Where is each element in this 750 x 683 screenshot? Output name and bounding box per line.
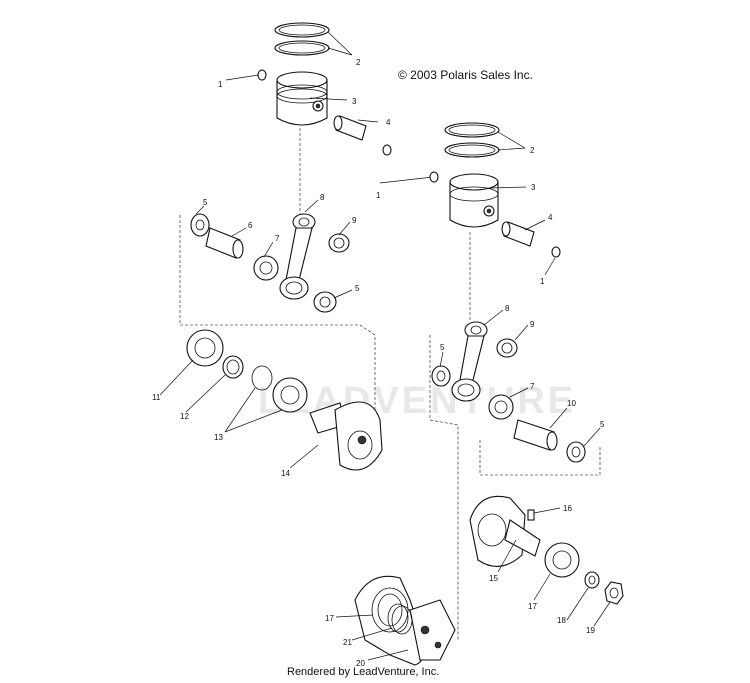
callout-4: 4 <box>548 213 553 222</box>
callout-18: 18 <box>557 616 566 625</box>
callout-5: 5 <box>203 198 208 207</box>
callout-19: 19 <box>586 626 595 635</box>
callout-17: 17 <box>325 614 334 623</box>
callout-2: 2 <box>530 146 535 155</box>
callout-1: 1 <box>218 80 223 89</box>
big-end-bearing-right[interactable] <box>488 394 514 420</box>
callout-12: 12 <box>180 412 189 421</box>
callout-20: 20 <box>356 659 365 668</box>
callout-8: 8 <box>505 304 510 313</box>
thrust-washer-right-b[interactable] <box>566 441 586 463</box>
circlip-right-b[interactable] <box>551 246 561 258</box>
callout-16: 16 <box>563 504 572 513</box>
callout-5: 5 <box>600 420 605 429</box>
crankshaft-half-15[interactable] <box>469 495 541 567</box>
callout-1: 1 <box>376 191 381 200</box>
callout-3: 3 <box>352 97 357 106</box>
labyrinth-seal-21[interactable] <box>387 603 413 635</box>
thrust-washer-left-a[interactable] <box>190 213 210 237</box>
callout-10: 10 <box>567 399 576 408</box>
center-crankshaft-20[interactable] <box>354 575 456 666</box>
callout-2: 2 <box>356 58 361 67</box>
big-end-bearing-left[interactable] <box>253 255 279 281</box>
piston-rings-right[interactable] <box>444 122 500 158</box>
circlip-left-a[interactable] <box>257 69 267 81</box>
small-end-bearing-right[interactable] <box>496 338 518 358</box>
callout-17: 17 <box>528 602 537 611</box>
callout-6: 6 <box>248 221 253 230</box>
snap-ring-13[interactable] <box>251 365 273 391</box>
woodruff-key-16[interactable] <box>527 509 535 521</box>
thrust-washer-right-a[interactable] <box>431 365 451 387</box>
connecting-rod-right[interactable] <box>451 321 488 402</box>
callout-11: 11 <box>152 393 161 402</box>
nut-19[interactable] <box>604 581 624 605</box>
callout-1: 1 <box>540 277 545 286</box>
connecting-rod-left[interactable] <box>279 213 316 300</box>
callout-7: 7 <box>275 234 280 243</box>
callout-14: 14 <box>281 469 290 478</box>
thrust-washer-left-b[interactable] <box>313 291 337 313</box>
copyright-notice: © 2003 Polaris Sales Inc. <box>398 68 533 82</box>
callout-21: 21 <box>343 638 352 647</box>
callout-9: 9 <box>530 320 535 329</box>
callout-5: 5 <box>440 343 445 352</box>
callout-15: 15 <box>489 574 498 583</box>
callout-4: 4 <box>386 118 391 127</box>
small-end-bearing-left[interactable] <box>328 233 350 253</box>
seal-12[interactable] <box>222 355 244 379</box>
circlip-right-a[interactable] <box>429 171 439 183</box>
crank-pin-right[interactable] <box>513 419 558 451</box>
main-bearing-13[interactable] <box>272 377 308 413</box>
washer-18[interactable] <box>584 571 600 589</box>
piston-right[interactable] <box>449 173 499 228</box>
main-bearing-11[interactable] <box>186 329 226 367</box>
callout-5: 5 <box>355 284 360 293</box>
piston-pin-left[interactable] <box>333 115 367 141</box>
main-bearing-17-right[interactable] <box>544 542 580 578</box>
crank-pin-left[interactable] <box>205 227 244 259</box>
piston-left[interactable] <box>276 71 328 126</box>
piston-rings-left[interactable] <box>274 22 330 56</box>
callout-8: 8 <box>320 193 325 202</box>
callout-labels: 1 2 3 4 1 2 3 4 1 5 6 7 8 9 5 8 9 5 7 10… <box>152 58 605 668</box>
render-credit: Rendered by LeadVenture, Inc. <box>287 666 440 678</box>
crankshaft-half-14[interactable] <box>309 401 383 471</box>
leader-lines <box>159 31 611 661</box>
circlip-left-b[interactable] <box>382 144 392 156</box>
callout-7: 7 <box>530 382 535 391</box>
callout-13: 13 <box>214 433 223 442</box>
piston-pin-right[interactable] <box>501 221 535 247</box>
callout-9: 9 <box>352 216 357 225</box>
callout-3: 3 <box>531 183 536 192</box>
